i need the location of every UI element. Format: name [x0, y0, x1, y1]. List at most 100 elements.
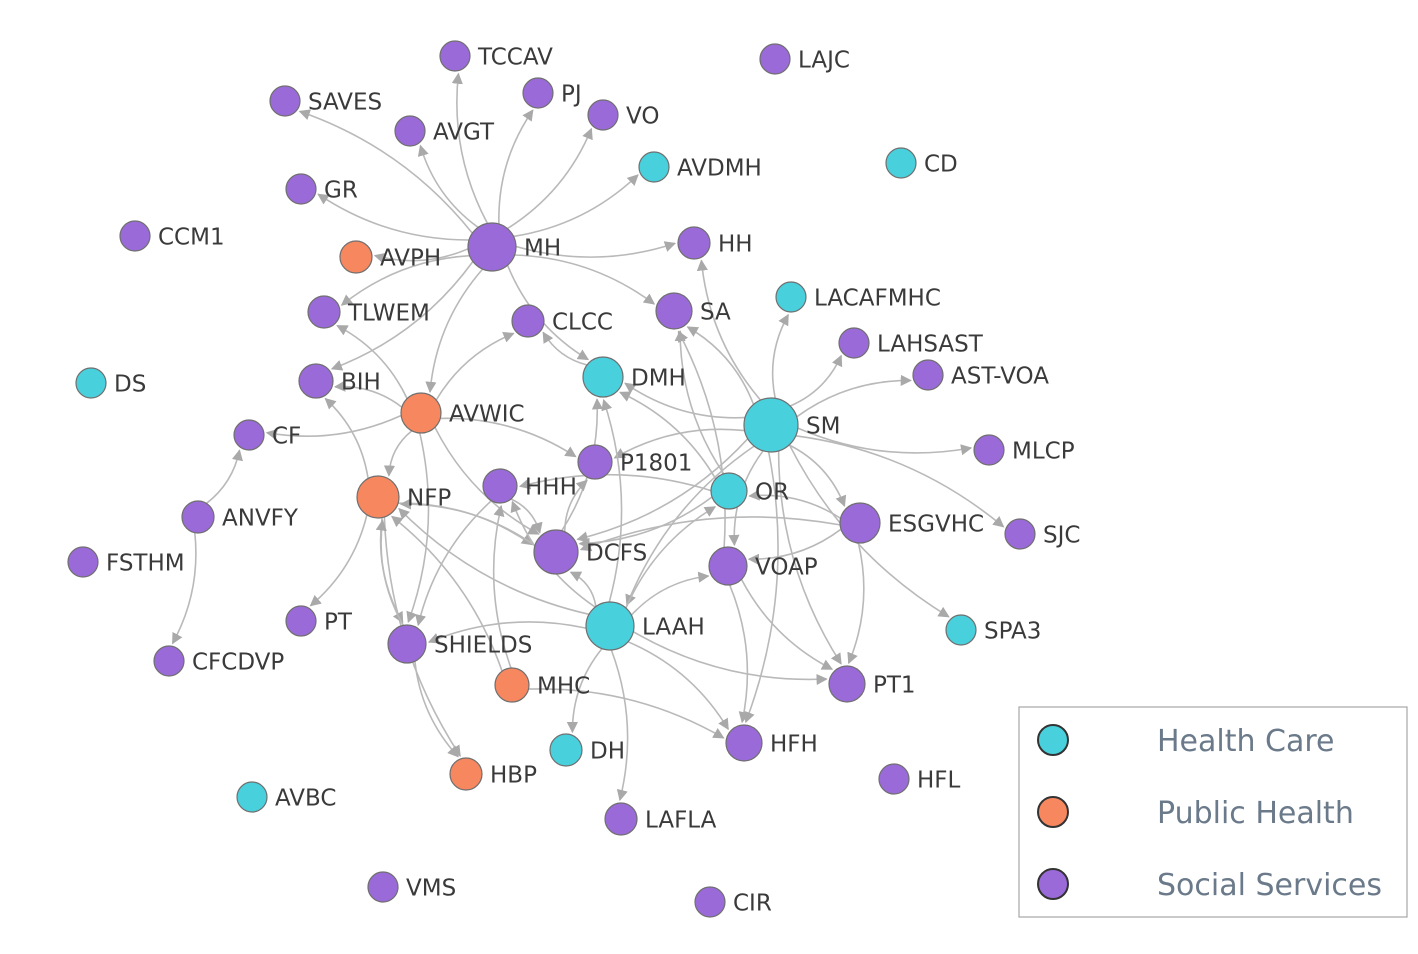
node-p1801[interactable]: P1801: [577, 444, 692, 480]
node-circle-pt1[interactable]: [828, 665, 866, 703]
node-gr[interactable]: GR: [285, 173, 358, 205]
node-circle-p1801[interactable]: [577, 444, 613, 480]
node-circle-cf[interactable]: [233, 419, 265, 451]
node-circle-bih[interactable]: [298, 363, 334, 399]
node-anvfy[interactable]: ANVFY: [181, 500, 299, 534]
node-circle-avbc[interactable]: [236, 781, 268, 813]
node-lafla[interactable]: LAFLA: [604, 802, 717, 836]
node-spa3[interactable]: SPA3: [945, 614, 1041, 646]
node-tlwem[interactable]: TLWEM: [307, 295, 430, 329]
node-circle-pj[interactable]: [522, 77, 554, 109]
node-or[interactable]: OR: [710, 472, 789, 510]
node-circle-shields[interactable]: [387, 624, 427, 664]
node-circle-avph[interactable]: [339, 240, 373, 274]
node-circle-sa[interactable]: [655, 292, 693, 330]
node-dmh[interactable]: DMH: [582, 356, 686, 398]
node-circle-or[interactable]: [710, 472, 748, 510]
node-shields[interactable]: SHIELDS: [387, 624, 532, 664]
node-avbc[interactable]: AVBC: [236, 781, 336, 813]
node-lahsast[interactable]: LAHSAST: [838, 327, 984, 359]
node-circle-dh[interactable]: [549, 733, 583, 767]
node-circle-saves[interactable]: [269, 85, 301, 117]
node-circle-voap[interactable]: [708, 546, 748, 586]
node-circle-laah[interactable]: [585, 601, 635, 651]
node-avph[interactable]: AVPH: [339, 240, 441, 274]
node-ccm1[interactable]: CCM1: [119, 220, 225, 252]
node-circle-fsthm[interactable]: [67, 546, 99, 578]
node-circle-spa3[interactable]: [945, 614, 977, 646]
node-sm[interactable]: SM: [743, 397, 840, 453]
node-circle-gr[interactable]: [285, 173, 317, 205]
node-circle-ccm1[interactable]: [119, 220, 151, 252]
node-circle-lahsast[interactable]: [838, 327, 870, 359]
node-hhh[interactable]: HHH: [482, 468, 577, 504]
node-circle-hfl[interactable]: [878, 763, 910, 795]
node-circle-hfh[interactable]: [725, 724, 763, 762]
node-circle-cfcdvp[interactable]: [153, 645, 185, 677]
node-nfp[interactable]: NFP: [356, 475, 451, 519]
node-circle-sjc[interactable]: [1004, 518, 1036, 550]
node-mlcp[interactable]: MLCP: [973, 434, 1075, 466]
node-avdmh[interactable]: AVDMH: [638, 151, 762, 183]
node-lajc[interactable]: LAJC: [759, 43, 850, 75]
node-mh[interactable]: MH: [467, 222, 561, 272]
node-dcfs[interactable]: DCFS: [533, 529, 647, 575]
node-circle-vms[interactable]: [367, 871, 399, 903]
node-hfh[interactable]: HFH: [725, 724, 818, 762]
node-circle-ds[interactable]: [75, 367, 107, 399]
node-avgt[interactable]: AVGT: [394, 115, 495, 147]
node-pt1[interactable]: PT1: [828, 665, 916, 703]
node-circle-ast-voa[interactable]: [912, 359, 944, 391]
node-saves[interactable]: SAVES: [269, 85, 382, 117]
node-hbp[interactable]: HBP: [449, 757, 537, 791]
node-cf[interactable]: CF: [233, 419, 301, 451]
node-circle-avwic[interactable]: [400, 392, 442, 434]
node-circle-lafla[interactable]: [604, 802, 638, 836]
node-fsthm[interactable]: FSTHM: [67, 546, 185, 578]
node-circle-cd[interactable]: [885, 147, 917, 179]
node-ds[interactable]: DS: [75, 367, 146, 399]
node-bih[interactable]: BIH: [298, 363, 381, 399]
node-circle-mlcp[interactable]: [973, 434, 1005, 466]
node-tccav[interactable]: TCCAV: [439, 40, 553, 72]
node-ast-voa[interactable]: AST-VOA: [912, 359, 1049, 391]
node-circle-cir[interactable]: [694, 886, 726, 918]
node-avwic[interactable]: AVWIC: [400, 392, 525, 434]
node-circle-anvfy[interactable]: [181, 500, 215, 534]
node-vms[interactable]: VMS: [367, 871, 456, 903]
node-circle-lacafmhc[interactable]: [775, 281, 807, 313]
node-circle-vo[interactable]: [587, 99, 619, 131]
node-esgvhc[interactable]: ESGVHC: [839, 502, 984, 544]
node-pt[interactable]: PT: [285, 605, 353, 637]
node-dh[interactable]: DH: [549, 733, 625, 767]
node-circle-pt[interactable]: [285, 605, 317, 637]
node-sa[interactable]: SA: [655, 292, 731, 330]
node-mhc[interactable]: MHC: [494, 667, 590, 703]
node-sjc[interactable]: SJC: [1004, 518, 1080, 550]
node-circle-tccav[interactable]: [439, 40, 471, 72]
node-circle-hh[interactable]: [677, 226, 711, 260]
node-circle-dmh[interactable]: [582, 356, 624, 398]
node-cfcdvp[interactable]: CFCDVP: [153, 645, 284, 677]
node-circle-avdmh[interactable]: [638, 151, 670, 183]
node-hh[interactable]: HH: [677, 226, 753, 260]
node-clcc[interactable]: CLCC: [511, 304, 613, 338]
node-circle-mh[interactable]: [467, 222, 517, 272]
node-lacafmhc[interactable]: LACAFMHC: [775, 281, 941, 313]
node-circle-mhc[interactable]: [494, 667, 530, 703]
node-circle-esgvhc[interactable]: [839, 502, 881, 544]
node-circle-hhh[interactable]: [482, 468, 518, 504]
node-laah[interactable]: LAAH: [585, 601, 705, 651]
node-circle-sm[interactable]: [743, 397, 799, 453]
node-hfl[interactable]: HFL: [878, 763, 961, 795]
node-voap[interactable]: VOAP: [708, 546, 818, 586]
node-circle-lajc[interactable]: [759, 43, 791, 75]
node-vo[interactable]: VO: [587, 99, 659, 131]
node-cd[interactable]: CD: [885, 147, 958, 179]
node-circle-tlwem[interactable]: [307, 295, 341, 329]
node-circle-nfp[interactable]: [356, 475, 400, 519]
node-circle-clcc[interactable]: [511, 304, 545, 338]
node-circle-hbp[interactable]: [449, 757, 483, 791]
node-cir[interactable]: CIR: [694, 886, 772, 918]
node-circle-avgt[interactable]: [394, 115, 426, 147]
